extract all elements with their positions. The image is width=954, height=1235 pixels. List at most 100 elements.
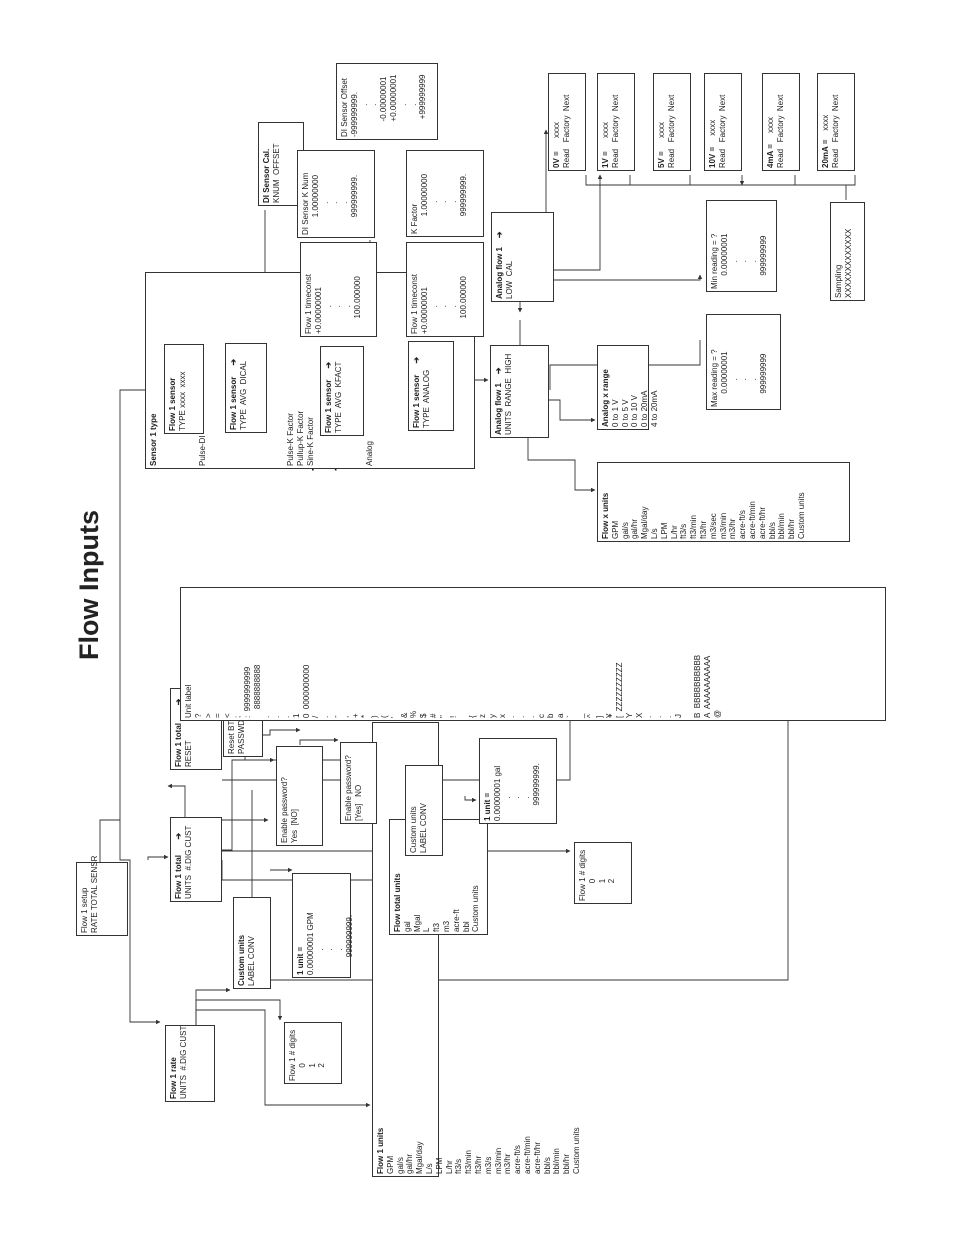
box-line-text [159, 464, 168, 466]
box-line-text: L/s [424, 1163, 434, 1174]
box-line: . [517, 592, 527, 718]
box-line: & [400, 592, 410, 718]
box-line-text: ` [566, 715, 576, 718]
box-line-text [276, 464, 285, 466]
box-di-sensor-knum: DI Sensor K Num 1.00000000 . . . 9999999… [297, 150, 375, 238]
box-line: # [429, 592, 439, 718]
box-line-text: Flow 1 sensor ➔ [229, 358, 238, 430]
box-line: . [369, 68, 379, 137]
box-line-text: 1 unit = [296, 946, 305, 975]
box-line-text: . [262, 715, 272, 718]
box-line-text: Flow 1 sensor [168, 377, 177, 431]
box-line: - [331, 592, 341, 718]
box-line-text: Mgal/day [640, 506, 650, 539]
box-line: ` [566, 592, 576, 718]
box-line: . [730, 319, 740, 407]
box-line-text: DI Sensor Offset [340, 78, 349, 137]
box-line-text [237, 464, 246, 466]
box-line-text: [Yes] NO [353, 784, 363, 821]
box-line-text: . [502, 796, 512, 821]
box-line-text: 999999999 [758, 353, 768, 407]
box-line: [Yes] NO [354, 747, 364, 821]
box-line-text: ft3/s [454, 1158, 464, 1174]
box-line-text: . [340, 201, 350, 235]
connector-line [532, 274, 703, 281]
box-line-text: Yes [NO] [289, 809, 299, 843]
box-line: ft3/s [679, 467, 689, 539]
box-line: LPM [660, 467, 670, 539]
box-line: acre-ft [452, 824, 462, 932]
box-line: 2 [607, 847, 617, 901]
box-line-text: 999999999 [758, 235, 768, 289]
box-line: Flow x units [601, 467, 611, 539]
box-line: . [503, 743, 513, 821]
box-line-text [218, 464, 227, 466]
box-line: , [341, 592, 351, 718]
box-line-text: . [325, 948, 335, 975]
box-line: Read Factory Next [776, 78, 786, 168]
box-line: Mgal/day [640, 467, 650, 539]
box-line-text: [ ZZZZZZZZZZ [615, 662, 625, 718]
box-line: . [739, 319, 749, 407]
box-line-text: & [399, 712, 409, 718]
box-line: ¥ [605, 592, 615, 718]
box-line: . [321, 592, 331, 718]
box-line-text: . [439, 200, 449, 234]
box-line: ) [370, 592, 380, 718]
box-line: Read Factory Next [667, 78, 677, 168]
box-line-text: Flow 1 rate [169, 1057, 178, 1099]
box-line: 1 unit = [483, 743, 493, 821]
box-line-text: . [398, 103, 408, 137]
box-line-text: Analog x range [601, 369, 610, 427]
connector-line [527, 438, 596, 493]
box-line: 100.000000 [459, 247, 469, 334]
box-line-text [325, 464, 334, 466]
box-line-text: . [335, 948, 345, 975]
box-line-text: Enable password? [280, 777, 289, 843]
box-line: Flow 1 total ➔ [174, 822, 184, 899]
box-line: A AAAAAAAAAA [703, 592, 713, 718]
box-line-text: " [438, 715, 448, 718]
box-line-text: . [321, 715, 331, 718]
box-line-text: 100.000000 [352, 276, 362, 334]
box-di-sensor-offset: DI Sensor Offset-999999999. . . -0.00000… [336, 63, 438, 140]
box-line: Analog x range [601, 350, 611, 427]
box-line: Flow 1 # digits [578, 847, 588, 901]
box-line: 4 to 20mA [650, 350, 660, 427]
box-line-text [257, 464, 266, 466]
box-line-text: Pullup-K Factor [295, 410, 305, 466]
box-line-text: acre-ft/min [747, 501, 757, 539]
box-line-text: +999999999 [418, 74, 428, 137]
box-line-text: Read Factory Next [561, 94, 571, 168]
box-line: . [522, 743, 532, 821]
box-line: Analog flow 1 ➔ [494, 350, 504, 435]
box-line-text: ft3/s [679, 523, 689, 539]
box-line: Analog flow 1 ➔ [495, 217, 505, 299]
box-line: 5V = xxxx [657, 78, 667, 168]
box-line: . [449, 155, 459, 234]
box-line-text: L/hr [669, 525, 679, 539]
box-flow1-total: Flow 1 total ➔UNITS #.DIG CUST [170, 817, 222, 902]
box-line: 999999999. [345, 878, 355, 975]
box-line-text: GPM [610, 520, 620, 539]
box-line: x [498, 592, 508, 718]
box-line-text: 5V = [657, 151, 666, 168]
box-line [208, 277, 218, 466]
box-line-text: ft3/min [689, 514, 699, 539]
box-line: Read Factory Next [562, 78, 572, 168]
box-line-text: ft3/min [464, 1149, 474, 1174]
box-line-text: . [449, 305, 459, 334]
box-line-text: @ [713, 709, 723, 718]
box-line-text [208, 464, 217, 466]
box-line: Flow 1 sensor [168, 349, 178, 431]
box-line: bbl/hr [562, 727, 572, 1174]
box-analog-flow1: Analog flow 1 ➔UNITS RANGE HIGH [490, 345, 549, 438]
box-line: . [430, 247, 440, 334]
box-line: . [321, 155, 331, 235]
box-line-text: 0 to 1 V [610, 399, 620, 427]
box-di-sensor-cal: DI Sensor Cal.KNUM OFFSET [258, 122, 304, 206]
box-line-text: bbl/min [777, 513, 787, 539]
box-line-text: Flow 1 units [376, 1127, 385, 1174]
box-line: $ [419, 592, 429, 718]
box-line [276, 277, 286, 466]
